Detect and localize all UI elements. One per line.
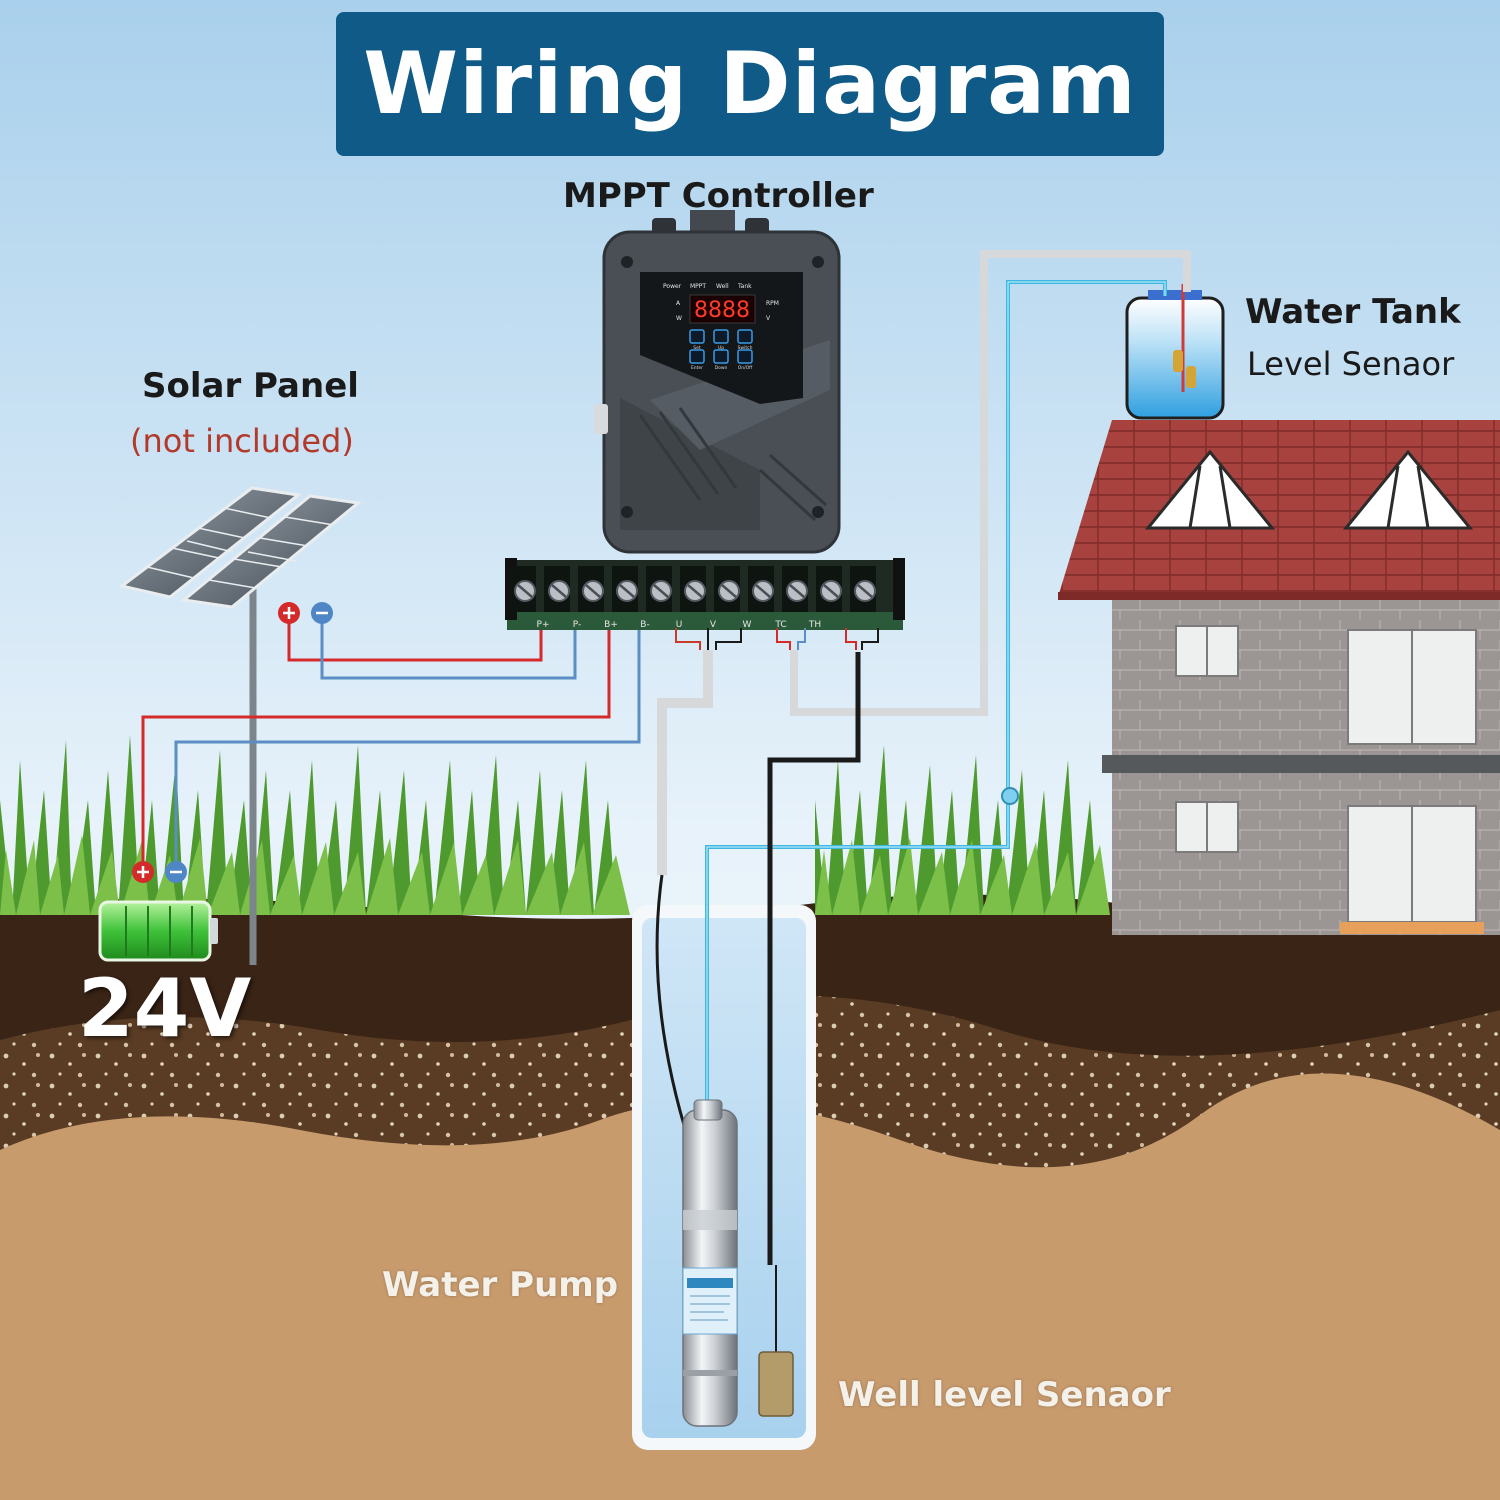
controller-display: [689, 294, 756, 324]
terminal-label: TH: [808, 620, 821, 630]
unit-a: A: [676, 300, 681, 307]
terminal-label: B-: [640, 620, 649, 630]
controller-display-value: 8888: [694, 298, 750, 323]
terminal-label: V: [710, 620, 717, 630]
terminal-label: U: [676, 620, 683, 630]
tank-level-sensor-label: Level Senaor: [1247, 345, 1455, 383]
onoff-button[interactable]: [737, 349, 753, 364]
set-button[interactable]: [689, 329, 705, 344]
solar-panel-label: Solar Panel: [142, 366, 359, 406]
tank-float-sensor: [1173, 350, 1183, 372]
unit-rpm: RPM: [766, 300, 779, 307]
enter-button[interactable]: [689, 349, 705, 364]
solar-panel: [118, 486, 362, 965]
pump-cable: [655, 874, 692, 1146]
terminal-label: P-: [573, 620, 581, 630]
title-banner: Wiring Diagram: [336, 12, 1164, 156]
up-button-label: Up: [718, 345, 724, 351]
terminal-screw-slot: [585, 584, 601, 598]
status-label-mppt: MPPT: [690, 283, 706, 290]
battery-voltage-label: 24V: [78, 962, 252, 1055]
terminal-screw-slot: [551, 584, 567, 598]
terminal-screw-slot: [789, 584, 805, 598]
terminal-screw-slot: [823, 584, 839, 598]
terminal-screw-slot: [687, 584, 703, 598]
switch-button[interactable]: [737, 329, 753, 344]
status-label-power: Power: [663, 283, 682, 290]
down-button[interactable]: [713, 349, 729, 364]
terminal-label: P+: [537, 620, 550, 630]
battery-positive-wire: [141, 622, 611, 868]
terminal-screw-slot: [755, 584, 771, 598]
water-tank-label: Water Tank: [1245, 292, 1461, 332]
terminal-screw-slot: [857, 584, 873, 598]
down-button-label: Down: [715, 365, 728, 371]
solar-negative-wire: [320, 614, 577, 680]
terminal-screw-slot: [619, 584, 635, 598]
onoff-button-label: On/Off: [738, 365, 753, 371]
switch-button-label: Switch: [738, 345, 753, 351]
enter-button-label: Enter: [691, 365, 703, 371]
terminal-label: TC: [774, 620, 786, 630]
grass: [0, 735, 1110, 915]
unit-w: W: [676, 315, 682, 322]
terminal-screw-slot: [653, 584, 669, 598]
solar-positive-wire: [287, 614, 543, 662]
water-pump: [682, 1099, 738, 1427]
battery-negative-wire: [174, 622, 641, 868]
water-pump-label: Water Pump: [382, 1265, 619, 1305]
terminal-label: W: [743, 620, 752, 630]
pipe-valve: [1001, 787, 1019, 805]
battery: [98, 900, 218, 962]
terminal-label: B+: [604, 620, 618, 630]
terminal-screw-slot: [721, 584, 737, 598]
mppt-controller-label: MPPT Controller: [563, 176, 874, 216]
up-button[interactable]: [713, 329, 729, 344]
solar-panel-note: (not included): [130, 422, 354, 460]
pump-cable-sheath: [657, 650, 713, 875]
set-button-label: Set: [693, 345, 701, 351]
water-tank: [1125, 284, 1225, 420]
battery-polarity-markers: [132, 861, 187, 883]
solar-polarity-markers: [278, 602, 333, 624]
mppt-controller: 8888 Power MPPT Well Tank A W RPM V Set …: [594, 210, 841, 554]
well-sensor-cable: [767, 652, 861, 1265]
well-float-sensor: [758, 1351, 794, 1417]
status-label-well: Well: [716, 283, 729, 290]
tank-sensor-cable: [790, 250, 1191, 716]
house: [1058, 420, 1500, 935]
terminal-screw-slot: [517, 584, 533, 598]
well-level-sensor-label: Well level Senaor: [838, 1375, 1171, 1415]
unit-v: V: [766, 315, 771, 322]
status-label-tank: Tank: [737, 283, 752, 290]
